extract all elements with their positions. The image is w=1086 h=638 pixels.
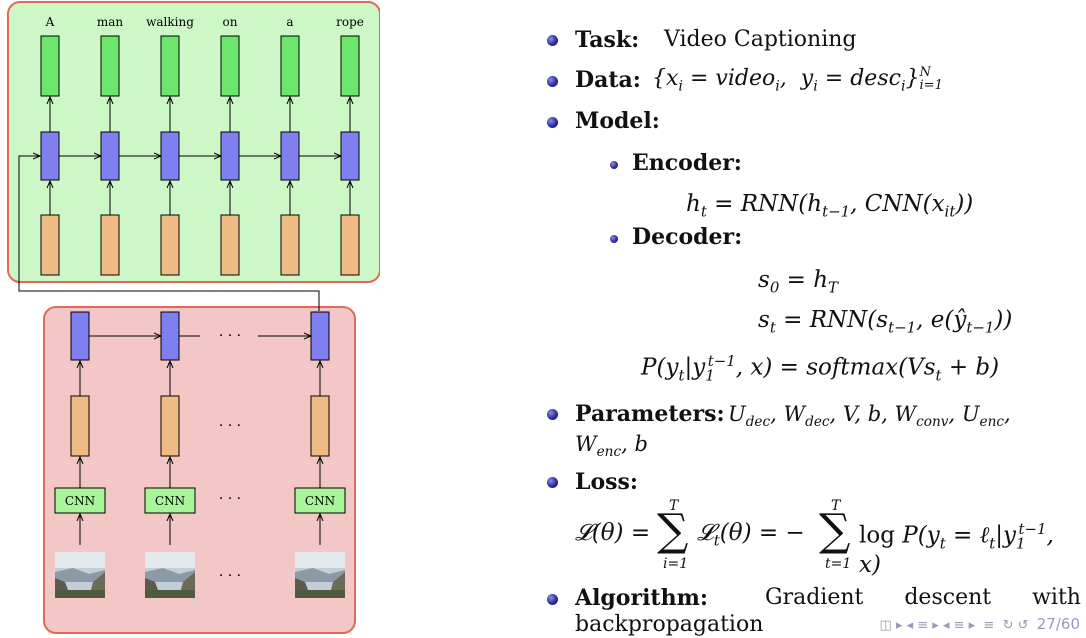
frame-ground	[145, 590, 195, 598]
frame-hills	[55, 568, 105, 582]
frame-hills	[145, 568, 195, 582]
cnn-box	[294, 487, 346, 514]
ellipsis: · · ·	[219, 491, 241, 507]
data-label: Data:	[575, 67, 641, 93]
slide-navigation[interactable]: ◫ ▸ ◂ ≡ ▸ ◂ ≡ ▸ ≡ ↻ ↺ 27/60	[880, 615, 1080, 633]
bullet-icon	[547, 594, 558, 605]
nav-icons[interactable]: ◫ ▸ ◂ ≡ ▸ ◂ ≡ ▸ ≡ ↻ ↺	[879, 618, 1037, 633]
encoder-label: Encoder:	[632, 150, 742, 176]
bullet-icon	[547, 35, 558, 46]
ellipsis: · · ·	[219, 568, 241, 584]
task-label: Task:	[575, 27, 640, 53]
output-word: on	[223, 15, 238, 29]
frame-hills	[295, 568, 345, 582]
model-label: Model:	[575, 108, 660, 134]
bullet-icon	[547, 117, 558, 128]
algorithm-value: Gradient descent with	[765, 585, 1081, 610]
encoder-to-decoder-connector	[18, 156, 320, 311]
cnn-label: CNN	[65, 494, 95, 508]
bullet-icon	[547, 477, 558, 488]
loss-formula: 𝓛(θ) = T ∑ i=1 𝓛t(θ) = − T ∑ t=1 log P(y…	[575, 498, 1054, 579]
encoder-panel	[43, 306, 356, 634]
cnn-label: CNN	[155, 494, 185, 508]
output-word: man	[97, 15, 124, 29]
loss-label: Loss:	[575, 469, 639, 495]
decoder-formula-2: st = RNN(st−1, e(ŷt−1))	[758, 307, 1013, 337]
decoder-formula-3: P(yt|y1t−1, x) = softmax(Vst + b)	[641, 352, 1000, 385]
frame-sky	[145, 552, 195, 568]
bullet-icon	[547, 409, 558, 420]
bullet-icon	[547, 76, 558, 87]
cnn-label: CNN	[305, 494, 335, 508]
parameters-list: Udec, Wdec, V, b, Wconv, Uenc,	[728, 402, 1011, 431]
output-word: walking	[146, 15, 194, 29]
decoder-formula-1: s0 = hT	[758, 267, 839, 297]
frame-sky	[295, 552, 345, 568]
frame-ground	[295, 590, 345, 598]
parameters-label: Parameters:	[575, 401, 725, 427]
output-word: a	[286, 15, 293, 29]
algorithm-label: Algorithm:	[575, 585, 708, 611]
frame-sky	[55, 552, 105, 568]
decoder-label: Decoder:	[632, 224, 743, 250]
algorithm-value-cont: backpropagation	[575, 612, 764, 637]
parameters-list-cont: Wenc, b	[575, 432, 648, 461]
page-number: 27/60	[1036, 615, 1080, 633]
sub-bullet-icon	[610, 235, 618, 243]
task-value: Video Captioning	[664, 27, 857, 52]
sub-bullet-icon	[610, 161, 618, 169]
frame-ground	[55, 590, 105, 598]
encoder-formula: ht = RNN(ht−1, CNN(xit))	[686, 191, 974, 221]
ellipsis: · · ·	[219, 418, 241, 434]
output-word: A	[45, 15, 55, 29]
ellipsis: · · ·	[219, 328, 241, 344]
output-word: rope	[336, 15, 364, 29]
